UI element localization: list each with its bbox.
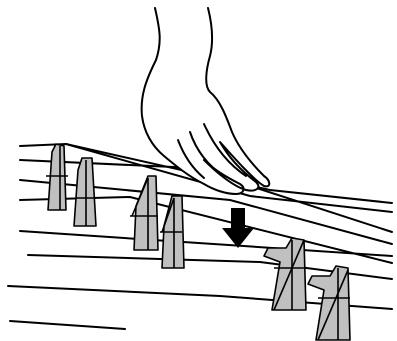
bridge-icon — [46, 143, 68, 211]
bridge-icon — [307, 265, 351, 341]
string-2 — [65, 143, 393, 213]
hand-icon — [140, 7, 271, 195]
bridge-icon — [263, 237, 307, 311]
bridge-icon — [130, 175, 159, 251]
bridge-icon — [160, 195, 185, 269]
bridge-icon — [73, 157, 97, 227]
arrow-down-icon — [222, 208, 254, 248]
bridges — [46, 143, 351, 341]
string-6 — [19, 230, 393, 257]
string-9 — [9, 320, 126, 330]
